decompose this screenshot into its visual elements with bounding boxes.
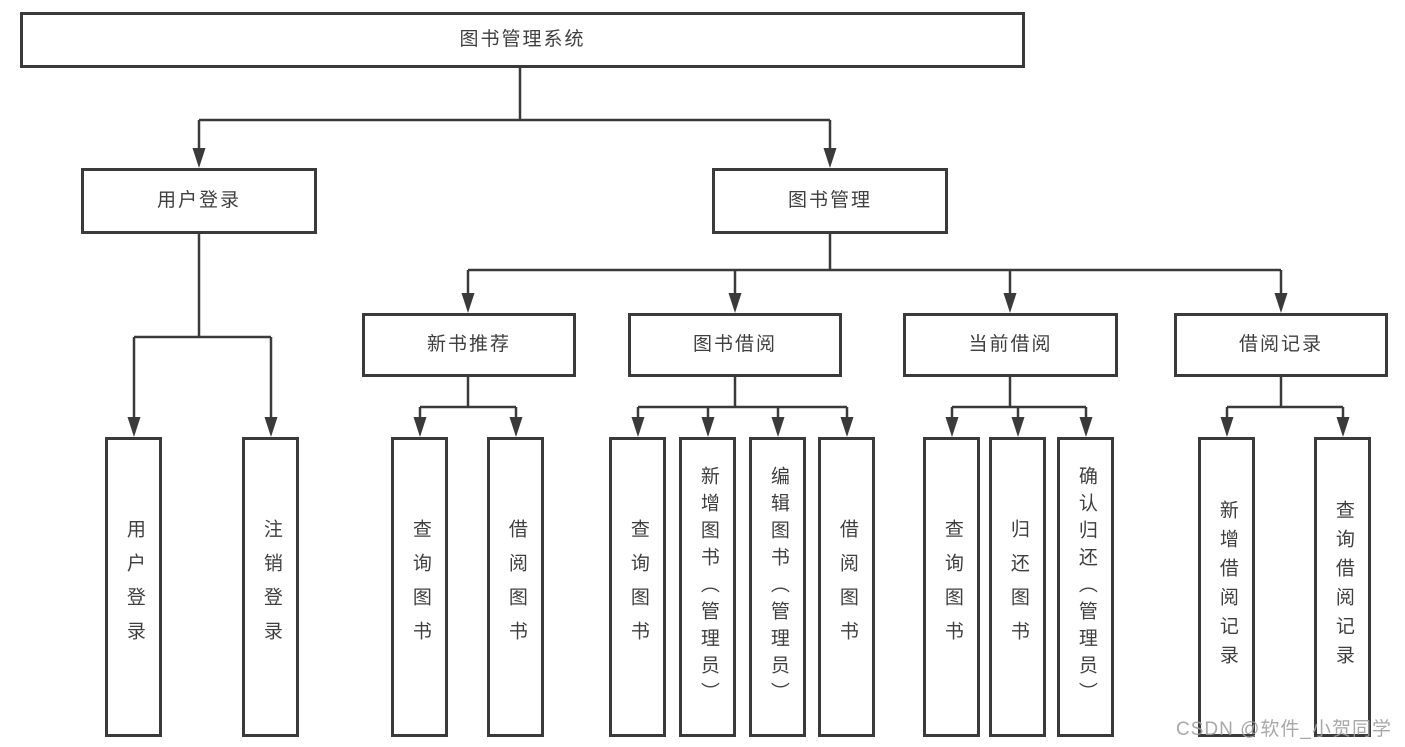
leaf-add-borrow-record: 新增借阅记录	[1198, 437, 1255, 737]
node-borrow-records: 借阅记录	[1174, 313, 1388, 377]
leaf-logout-login: 注销登录	[242, 437, 299, 737]
leaf-return-books: 归还图书	[989, 437, 1046, 737]
node-book-borrow: 图书借阅	[628, 313, 842, 377]
connector-current-borrow-children	[945, 377, 1093, 437]
watermark-text: CSDN @软件_小贺同学	[1176, 719, 1392, 740]
node-user-login: 用户登录	[81, 168, 317, 234]
leaf-user-login: 用户登录	[105, 437, 162, 737]
leaf-query-books-1: 查询图书	[391, 437, 448, 737]
node-root: 图书管理系统	[20, 12, 1025, 68]
leaf-confirm-return-admin: 确认归还（管理员）	[1057, 437, 1114, 737]
leaf-query-books-2: 查询图书	[609, 437, 666, 737]
connector-borrow-records-children	[1220, 377, 1350, 437]
connector-user-login-children	[127, 234, 278, 437]
node-current-borrow: 当前借阅	[903, 313, 1118, 377]
node-book-management: 图书管理	[712, 168, 948, 234]
connector-new-book-children	[413, 377, 523, 437]
leaf-borrow-books-1: 借阅图书	[487, 437, 544, 737]
leaf-query-books-3: 查询图书	[923, 437, 980, 737]
node-new-book-recommend: 新书推荐	[362, 313, 576, 377]
leaf-edit-book-admin: 编辑图书（管理员）	[749, 437, 806, 737]
leaf-query-borrow-record: 查询借阅记录	[1314, 437, 1371, 737]
connector-book-borrow-children	[631, 377, 854, 437]
leaf-add-book-admin: 新增图书（管理员）	[679, 437, 736, 737]
leaf-borrow-books-2: 借阅图书	[818, 437, 875, 737]
connector-root-to-level2	[192, 68, 837, 168]
connector-book-mgmt-to-level3	[461, 234, 1288, 313]
